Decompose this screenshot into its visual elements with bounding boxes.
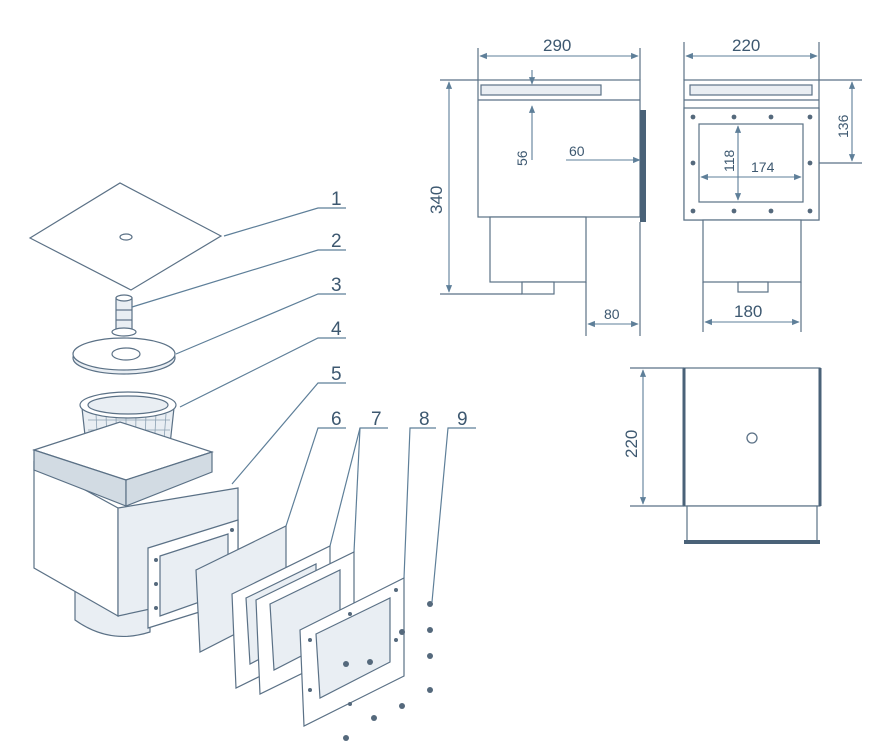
part-5-skimmer-body	[32, 421, 239, 637]
callout-2: 2	[331, 231, 342, 252]
dim-top-view-width: 220	[622, 430, 641, 458]
top-view-flange	[684, 540, 820, 544]
dim-front-opening-width: 174	[751, 159, 775, 175]
dim-front-bottom-width: 180	[734, 302, 762, 321]
top-view-center-hole	[746, 432, 758, 444]
side-view-flange	[640, 110, 646, 222]
leader-lines	[131, 207, 476, 603]
callout-6: 6	[331, 409, 342, 430]
dim-front-top: 136	[835, 114, 851, 138]
callout-9: 9	[457, 409, 468, 430]
dim-front-width: 220	[732, 36, 760, 55]
front-view-screw-holes	[690, 114, 813, 214]
dim-front-opening-height: 118	[721, 149, 737, 172]
side-view-outlet	[521, 281, 555, 295]
callout-1: 1	[331, 189, 342, 210]
side-view: 290 340 56 60 80	[427, 36, 646, 336]
callout-7: 7	[371, 409, 382, 430]
callout-4: 4	[331, 319, 342, 340]
side-view-lower-tube	[489, 216, 587, 283]
part-3-float-plate	[72, 337, 176, 375]
exploded-view: 1 2 3 4 5 6 7 8 9	[28, 182, 476, 741]
part-2-stem	[111, 294, 137, 337]
front-view: 220 136 118 174 180	[683, 36, 862, 332]
side-view-body	[477, 79, 641, 218]
front-view-opening	[698, 123, 804, 203]
callout-5: 5	[331, 364, 342, 385]
callout-3: 3	[331, 275, 342, 296]
dim-side-height: 340	[427, 186, 446, 214]
part-9-screws	[343, 601, 433, 741]
dim-side-inlet-depth: 60	[569, 143, 585, 159]
part-8-face-plate	[299, 577, 405, 727]
callout-8: 8	[419, 409, 430, 430]
dim-side-outlet-offset: 80	[604, 306, 620, 322]
dim-side-width: 290	[543, 36, 571, 55]
dim-side-top-offset: 56	[514, 150, 530, 166]
side-view-lid-rim	[480, 84, 602, 96]
front-view-lower-tube	[702, 219, 802, 283]
top-view: 220	[622, 367, 822, 544]
